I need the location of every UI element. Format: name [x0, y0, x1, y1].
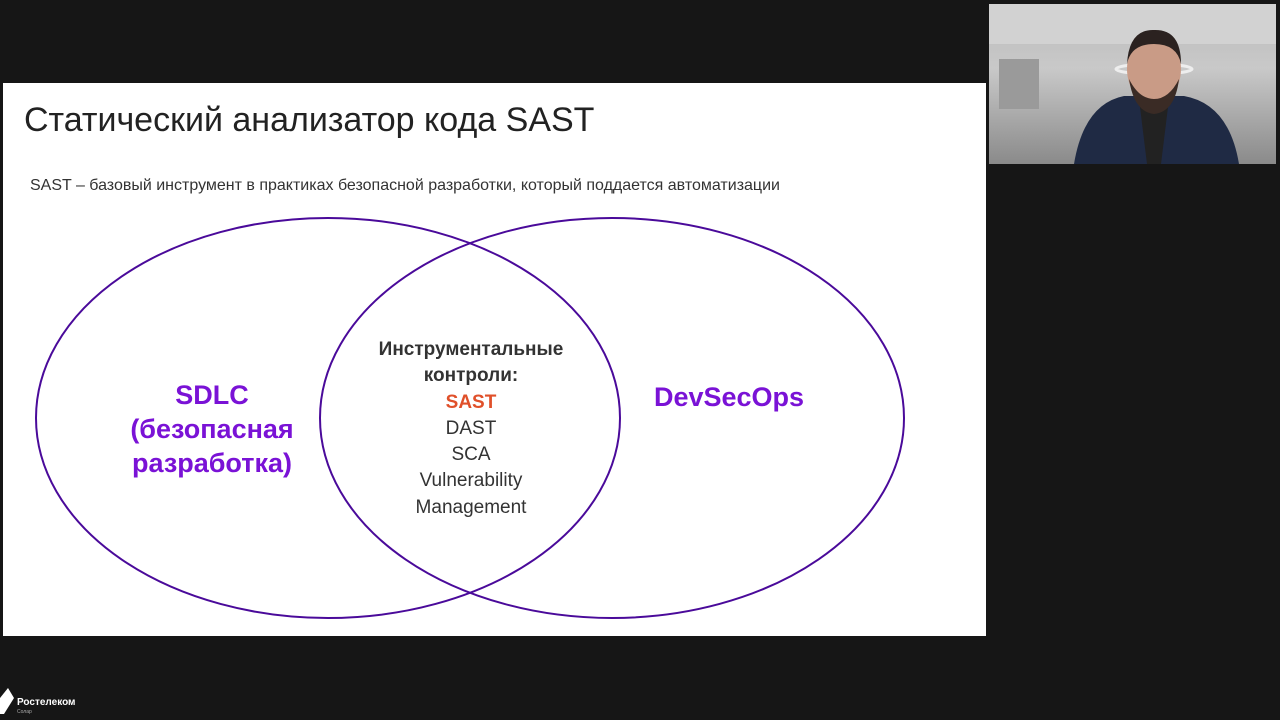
- devsecops-label: DevSecOps: [653, 382, 805, 412]
- intersection-text: Инструментальные контроли: SAST DAST SCA…: [321, 337, 621, 521]
- sast-item: SAST: [445, 391, 497, 413]
- speaker-video-icon: [989, 4, 1276, 164]
- logo-mark-icon: [0, 688, 14, 714]
- logo-sub: Солар: [17, 709, 32, 715]
- dast-item: DAST: [445, 417, 497, 439]
- heading-line-1: Инструментальные: [378, 339, 564, 360]
- devsecops-circle: [319, 217, 905, 619]
- speaker-webcam: [989, 4, 1276, 164]
- vm-item-line-2: Management: [415, 496, 527, 518]
- venn-diagram: [35, 217, 905, 619]
- sdlc-circle: [35, 217, 621, 619]
- sca-item: SCA: [451, 444, 491, 466]
- sdlc-line-2: (безопасная: [130, 414, 294, 444]
- slide-subtitle: SAST – базовый инструмент в практиках бе…: [30, 177, 780, 194]
- slide-title: Статический анализатор кода SAST: [24, 101, 595, 139]
- logo-name: Ростелеком: [17, 697, 76, 708]
- heading-line-2: контроли:: [423, 365, 519, 387]
- presentation-slide: Статический анализатор кода SAST SAST – …: [3, 83, 986, 636]
- sdlc-line-3: разработка): [131, 448, 292, 478]
- sdlc-line-1: SDLC: [175, 380, 249, 410]
- sdlc-label: SDLC (безопасная разработка): [103, 378, 321, 480]
- vm-item-line-1: Vulnerability: [419, 470, 523, 492]
- rostelecom-solar-logo: Ростелеком Солар: [0, 686, 90, 718]
